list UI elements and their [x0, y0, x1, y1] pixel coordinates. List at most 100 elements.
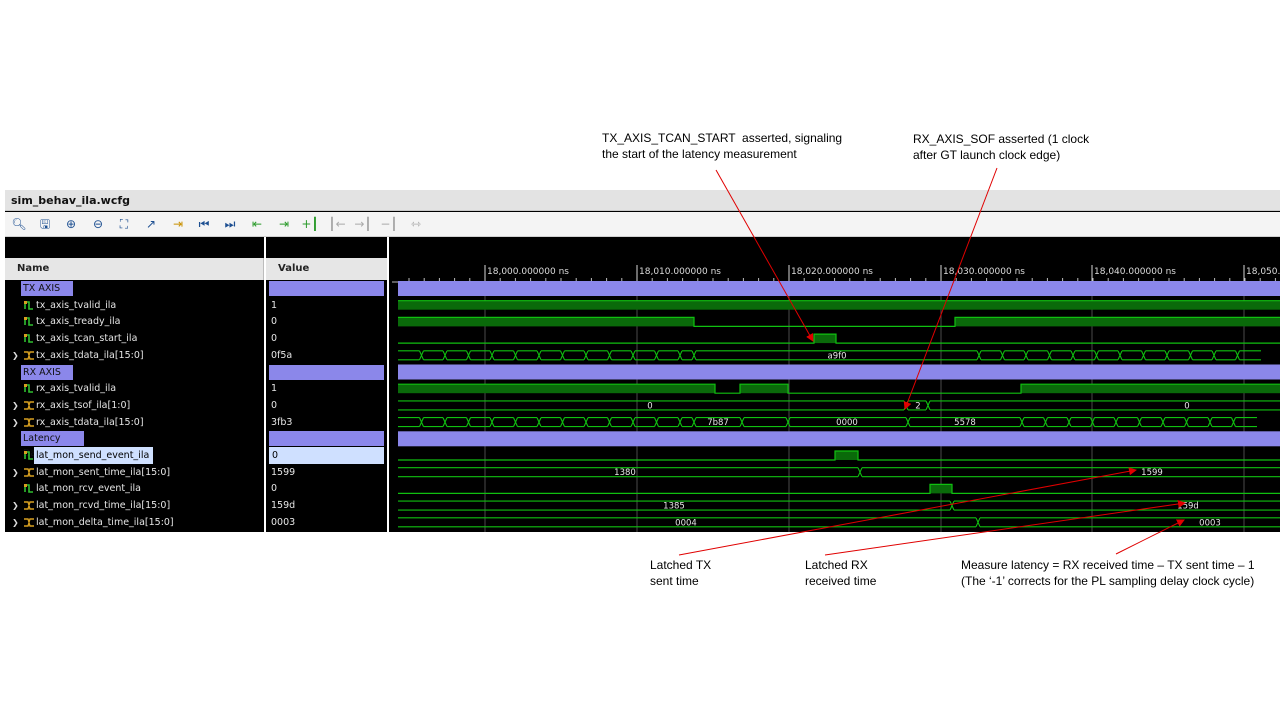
zoom-out-icon[interactable]: ⊖ — [92, 217, 104, 231]
signal-group-row[interactable]: Latency Data — [5, 430, 387, 459]
bus-transition — [1136, 417, 1143, 427]
signal-row[interactable]: ❯lat_mon_delta_time_ila[15:0]0003 — [5, 514, 387, 531]
bus-transition — [512, 417, 519, 427]
tx-tdata-wave — [1216, 350, 1236, 361]
tx-tdata-wave — [423, 350, 443, 361]
delete-marker-icon[interactable]: −┃ — [380, 217, 398, 231]
previous-marker-icon[interactable]: ┃← — [328, 217, 346, 231]
search-icon[interactable]: 🔍︎ — [11, 217, 27, 231]
rx-tdata-wave — [1141, 417, 1161, 428]
bus-transition — [465, 350, 472, 361]
group-value-cell — [269, 431, 384, 447]
zoom-in-icon[interactable]: ⊕ — [65, 217, 77, 231]
expand-chevron-icon[interactable]: ❯ — [12, 501, 19, 511]
bus-transition — [677, 350, 683, 361]
bus-transition — [1023, 350, 1029, 361]
bus-transition — [1183, 417, 1190, 427]
bit-signal-icon — [24, 317, 33, 327]
bus-transition — [1234, 350, 1241, 361]
rx-tsof-wave — [398, 400, 904, 411]
bus-transition — [1160, 417, 1166, 427]
bus-value-label: 1385 — [663, 502, 685, 512]
expand-chevron-icon[interactable]: ❯ — [12, 417, 19, 427]
next-marker-icon[interactable]: →┃ — [354, 217, 372, 231]
go-to-end-icon[interactable]: ⏭ — [224, 217, 236, 231]
signal-name: tx_axis_tvalid_ila — [36, 299, 117, 311]
tx-tdata-wave — [682, 350, 692, 361]
rx-tdata-wave — [470, 417, 490, 428]
rx-tdata-wave — [611, 417, 631, 428]
bus-transition — [583, 350, 589, 361]
bus-transition — [1207, 417, 1213, 427]
rx-tdata-wave — [588, 417, 608, 428]
bus-value-label: a9f0 — [827, 351, 846, 361]
bus-signal-icon — [24, 401, 34, 410]
waveform-divider[interactable] — [387, 237, 389, 532]
group-name: RX AXIS — [21, 364, 73, 380]
lat-send-event-wave — [398, 450, 1280, 461]
signal-value: 1 — [271, 383, 278, 395]
signal-group-row[interactable]: TX AXIS — [5, 280, 387, 297]
next-transition-icon[interactable]: ⇥ — [278, 217, 290, 231]
rx-tdata-wave — [658, 417, 678, 428]
rx-tdata-wave — [564, 417, 584, 428]
go-to-start-icon[interactable]: ⏮ — [198, 217, 210, 231]
bus-value-label: 0003 — [1199, 518, 1221, 528]
rx-tdata-wave — [790, 417, 906, 428]
signal-value: 0003 — [271, 516, 296, 528]
bus-transition — [559, 350, 566, 361]
bus-transition — [677, 417, 683, 427]
annotation-latched-tx: Latched TX sent time — [650, 558, 712, 588]
timeline-tick-label: 18,020.000000 ns — [791, 267, 873, 277]
bus-transition — [1187, 350, 1194, 361]
rx-tdata-wave — [1165, 417, 1185, 428]
save-icon[interactable]: 🖫 — [39, 217, 51, 231]
tx-tdata-wave — [494, 350, 514, 361]
expand-chevron-icon[interactable]: ❯ — [12, 517, 19, 527]
signal-row[interactable]: ❯rx_axis_tdata_ila[15:0]3fb3 — [5, 414, 387, 431]
signal-row[interactable]: ❯rx_axis_tsof_ila[1:0]0 — [5, 397, 387, 414]
zoom-fit-icon[interactable]: ⛶ — [119, 217, 129, 231]
annotation-rx-sof: RX_AXIS_SOF asserted (1 clock after GT l… — [913, 132, 1090, 162]
rx-tdata-wave — [744, 417, 786, 428]
bus-value-label: 7b87 — [707, 418, 729, 428]
value-column-header[interactable]: Value — [266, 258, 387, 280]
name-column-header[interactable]: Name — [5, 258, 264, 280]
signal-name: lat_mon_send_event_ila — [34, 447, 154, 464]
cursor-icon[interactable]: ↗ — [145, 217, 157, 231]
wave-high-fill — [740, 384, 788, 394]
expand-chevron-icon[interactable]: ❯ — [12, 350, 19, 360]
swap-cursor-icon[interactable]: ⇿ — [410, 217, 422, 231]
signal-group-row[interactable]: RX AXIS — [5, 364, 387, 381]
tx-tdata-wave — [564, 350, 584, 361]
expand-chevron-icon[interactable]: ❯ — [12, 467, 19, 477]
tx-tdata-wave — [398, 350, 420, 361]
bus-transition — [1211, 350, 1217, 361]
bus-transition — [536, 417, 542, 427]
toolbar: 🔍︎ 🖫 ⊕ ⊖ ⛶ ↗ ⇥ ⏮ ⏭ ⇤ ⇥ +┃ ┃← →┃ −┃ ⇿ — [5, 212, 1280, 237]
signal-row[interactable]: ❯lat_mon_sent_time_ila[15:0]1599 — [5, 464, 387, 481]
signal-row[interactable]: ❯lat_mon_rcvd_time_ila[15:0]159d — [5, 497, 387, 514]
timeline-tick-label: 18,050.0 — [1246, 267, 1280, 277]
bit-signal-icon — [24, 484, 33, 494]
expand-chevron-icon[interactable]: ❯ — [12, 400, 19, 410]
column-divider[interactable] — [264, 237, 266, 532]
window-title: sim_behav_ila.wcfg — [5, 190, 1280, 211]
bus-value-label: 0004 — [675, 518, 697, 528]
go-to-cursor-icon[interactable]: ⇥ — [172, 217, 184, 231]
bit-signal-icon — [24, 384, 33, 393]
rx-tdata-wave — [1094, 417, 1114, 428]
signal-value: 159d — [271, 500, 296, 512]
rx-tdata-wave — [541, 417, 561, 428]
bit-signal-icon — [24, 300, 33, 310]
signal-row[interactable]: ❯tx_axis_tdata_ila[15:0]0f5a — [5, 347, 387, 364]
add-marker-icon[interactable]: +┃ — [301, 217, 319, 231]
previous-transition-icon[interactable]: ⇤ — [251, 217, 263, 231]
